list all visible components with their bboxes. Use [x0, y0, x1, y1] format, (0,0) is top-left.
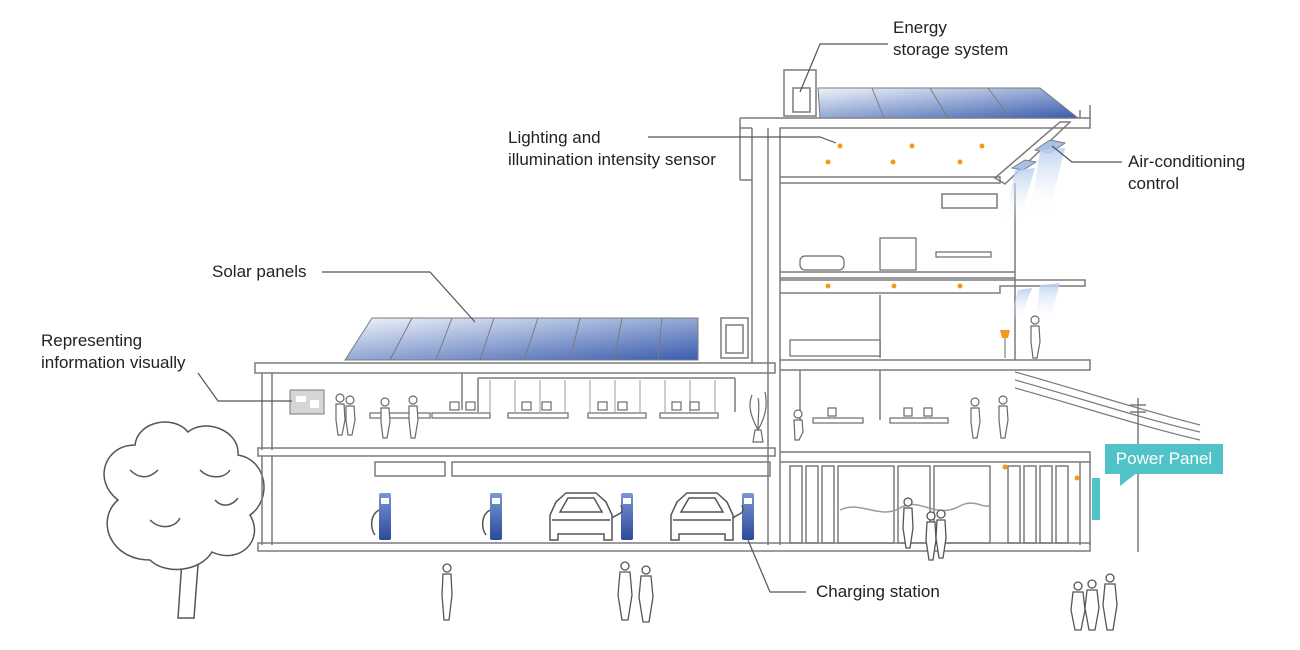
plant-icon	[749, 391, 767, 443]
office-furniture	[369, 237, 992, 424]
power-panel-box	[1092, 478, 1100, 520]
ceiling-lights	[825, 143, 1080, 481]
charger-icon	[742, 493, 754, 540]
power-panel-badge: Power Panel	[1105, 444, 1223, 474]
pedestrians	[441, 497, 1118, 631]
people	[335, 315, 1041, 441]
lamp-icon	[1000, 330, 1010, 358]
tree-icon	[103, 421, 265, 619]
person-icon	[998, 395, 1009, 439]
power-panel-label: Power Panel	[1115, 449, 1213, 468]
air-conditioning-label: Air-conditioning control	[1128, 152, 1246, 193]
utility-pole-icon	[1130, 398, 1146, 552]
person-icon	[380, 397, 391, 439]
person-icon	[970, 397, 981, 439]
air-conditioning-units	[1005, 139, 1067, 322]
charger-icon	[481, 493, 502, 540]
energy-storage-label: Energy storage system	[893, 18, 1009, 59]
person-icon	[441, 563, 453, 621]
person-icon	[638, 565, 654, 623]
solar-panels-label: Solar panels	[212, 262, 307, 281]
lighting-sensor-label: Lighting and illumination intensity sens…	[508, 128, 716, 169]
solar-panel-array-top	[817, 87, 1080, 119]
power-panel-badge-tail	[1120, 472, 1138, 486]
info-display-board	[289, 389, 325, 415]
charging-stations	[370, 493, 754, 540]
person-icon	[617, 561, 633, 621]
car-icon	[549, 492, 623, 541]
person-icon	[935, 509, 947, 559]
charger-icon	[621, 493, 633, 540]
person-icon	[793, 409, 804, 441]
person-icon	[345, 395, 356, 436]
person-icon	[1102, 573, 1118, 631]
car-icon	[670, 492, 744, 541]
charging-station-label: Charging station	[816, 582, 940, 601]
power-lines	[1014, 371, 1201, 441]
person-icon	[1030, 315, 1041, 359]
solar-panel-array	[344, 317, 699, 361]
charger-icon	[370, 493, 391, 540]
person-icon	[335, 393, 346, 436]
person-icon	[1070, 581, 1086, 631]
person-icon	[902, 497, 914, 549]
person-icon	[925, 511, 937, 561]
representing-info-label: Representing information visually	[41, 331, 186, 372]
person-icon	[408, 395, 419, 439]
callout-lines	[197, 43, 1122, 593]
person-icon	[1084, 579, 1100, 631]
